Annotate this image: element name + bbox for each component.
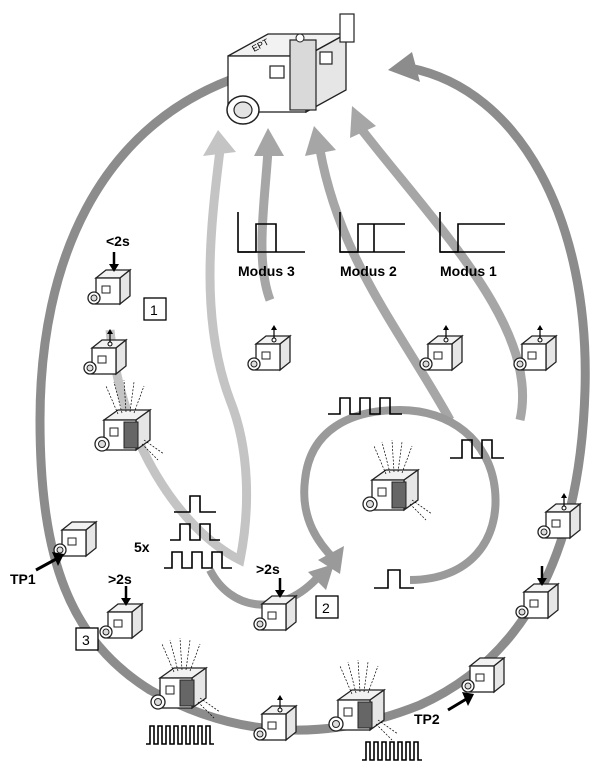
mode1-label: Modus 1 xyxy=(440,263,497,279)
bottom-left-pulse-train xyxy=(146,725,214,745)
mode1-arrow xyxy=(358,127,527,421)
step1-led-sensor xyxy=(84,329,126,374)
center-single-pulse xyxy=(374,569,414,589)
mode3-arrow xyxy=(257,149,275,302)
short-press-label: <2s xyxy=(106,233,130,249)
center-double-pulse xyxy=(450,439,504,459)
mode2-sensor xyxy=(420,325,462,370)
long-press-upper-label: >2s xyxy=(256,561,280,577)
tp2-pointer xyxy=(447,696,469,712)
mode3-signal xyxy=(237,212,305,253)
outer-loop-arrowhead xyxy=(388,52,420,82)
mode2-label: Modus 2 xyxy=(340,263,397,279)
step3-number: 3 xyxy=(82,632,90,648)
center-loop-arrowhead xyxy=(318,546,344,574)
tp1-label: TP1 xyxy=(10,571,36,587)
mode2-arrow xyxy=(315,149,454,423)
long-press-lower-label: >2s xyxy=(108,571,132,587)
teach-path-arrow xyxy=(105,149,252,567)
mode3-arrowhead xyxy=(254,128,284,156)
mode2-arrowhead xyxy=(305,126,336,156)
bottom-right-teach-sensor xyxy=(328,659,399,741)
center-loop-arrow xyxy=(300,405,500,584)
bottom-middle-led-sensor xyxy=(254,695,296,740)
tp1-sensor xyxy=(53,521,97,557)
bottom-left-teach-sensor xyxy=(150,637,221,719)
tp2-label: TP2 xyxy=(414,711,440,727)
mode3-label: Modus 3 xyxy=(238,263,295,279)
step2-number: 2 xyxy=(322,600,330,616)
step3-press-sensor xyxy=(100,586,142,638)
step2-box xyxy=(315,595,339,619)
mode1-signal xyxy=(439,212,505,253)
step3-box xyxy=(75,627,99,651)
repeat-count-label: 5x xyxy=(134,539,150,555)
step1-teach-sensor xyxy=(94,379,165,461)
step1-box xyxy=(143,297,167,321)
pulse-row-2 xyxy=(170,523,220,541)
teach-path-arrowhead xyxy=(203,130,236,156)
mode2-signal xyxy=(339,212,405,253)
pulse-row-3 xyxy=(164,551,232,569)
mode1-arrowhead xyxy=(350,106,376,138)
step1-number: 1 xyxy=(150,302,158,318)
bottom-right-pulse-train xyxy=(362,741,422,761)
main-sensor-device: EPT xyxy=(226,13,355,125)
pulse-row-1 xyxy=(174,495,216,513)
center-triple-pulse xyxy=(328,397,402,415)
tp1-pointer xyxy=(35,556,59,572)
center-sensor xyxy=(362,439,433,521)
mode1-sensor xyxy=(514,325,556,370)
return-arrow xyxy=(206,568,323,609)
return-arrowhead xyxy=(308,564,334,590)
mode3-sensor xyxy=(248,325,290,370)
step1-press-sensor xyxy=(88,252,130,304)
